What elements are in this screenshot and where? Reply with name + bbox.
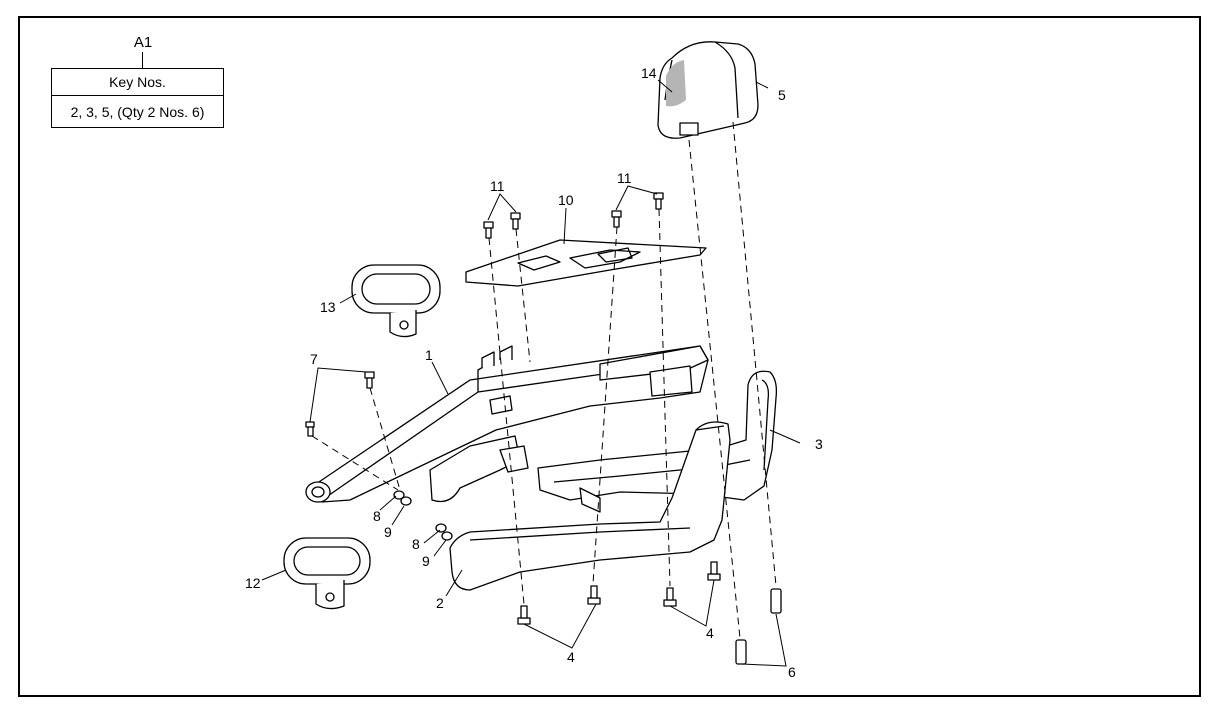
part-5-headrest: [657, 41, 759, 139]
key-box: Key Nos. 2, 3, 5, (Qty 2 Nos. 6): [51, 68, 224, 128]
callout-12: 12: [245, 575, 261, 591]
key-box-tag: A1: [133, 34, 153, 51]
callout-5: 5: [778, 87, 786, 103]
part-6-screws: [735, 588, 782, 665]
part-1-frame: [305, 345, 709, 503]
callout-1: 1: [425, 347, 433, 363]
key-box-contents: 2, 3, 5, (Qty 2 Nos. 6): [70, 104, 205, 120]
part-7-bolts: [305, 371, 375, 437]
leader-lines: [261, 79, 801, 667]
callout-6: 6: [788, 664, 796, 680]
part-2-side-panel: [449, 421, 731, 591]
part-13-handle: [351, 264, 441, 338]
callout-13: 13: [320, 299, 336, 315]
callout-2: 2: [436, 595, 444, 611]
callout-14: 14: [641, 65, 657, 81]
key-box-header: Key Nos.: [52, 69, 223, 96]
part-11-screws: [483, 192, 664, 239]
part-8-9-hardware: [393, 490, 453, 541]
part-4-bolts: [517, 561, 721, 625]
callout-11-right: 11: [617, 170, 632, 186]
callout-10: 10: [558, 192, 574, 208]
key-box-leader: [142, 52, 143, 68]
callout-8-left: 8: [373, 508, 381, 524]
assembly-lines: [311, 121, 777, 639]
callout-4-left: 4: [567, 649, 575, 665]
callout-9-left: 9: [384, 524, 392, 540]
callout-labels: 14 5 10 11 11 13 1 7 3 8 9 8 9 12 2 4 4 …: [245, 65, 823, 680]
callout-3: 3: [815, 436, 823, 452]
callout-4-right: 4: [706, 625, 714, 641]
callout-9-right: 9: [422, 553, 430, 569]
part-10-plate: [465, 239, 707, 287]
callout-8-right: 8: [412, 536, 420, 552]
page-frame: [18, 16, 1201, 697]
part-14-grey-area: [666, 60, 686, 107]
callout-7: 7: [310, 351, 318, 367]
part-12-handle: [283, 537, 371, 610]
callout-11-left: 11: [490, 178, 505, 194]
